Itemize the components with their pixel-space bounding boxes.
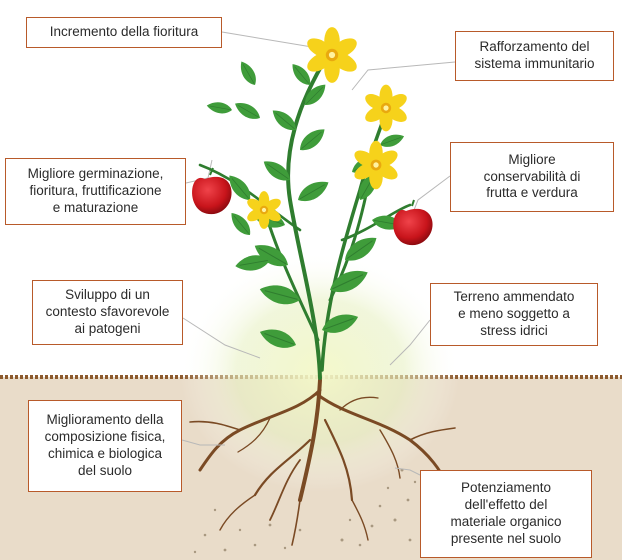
fruits (192, 167, 433, 246)
label-terreno: Terreno ammendato e meno soggetto a stre… (430, 283, 598, 346)
label-conservabilita: Migliore conservabilità di frutta e verd… (450, 142, 614, 212)
label-fioritura: Incremento della fioritura (26, 17, 222, 48)
label-potenziamento: Potenziamento dell'effetto del materiale… (420, 470, 592, 558)
connector-lines (181, 31, 456, 476)
label-contesto: Sviluppo di un contesto sfavorevole ai p… (32, 280, 183, 345)
label-immunitario: Rafforzamento del sistema immunitario (455, 31, 614, 81)
label-composizione: Miglioramento della composizione fisica,… (28, 400, 182, 492)
roots (189, 378, 456, 546)
flowers (245, 27, 410, 229)
label-germinazione: Migliore germinazione, fioritura, frutti… (5, 158, 186, 225)
